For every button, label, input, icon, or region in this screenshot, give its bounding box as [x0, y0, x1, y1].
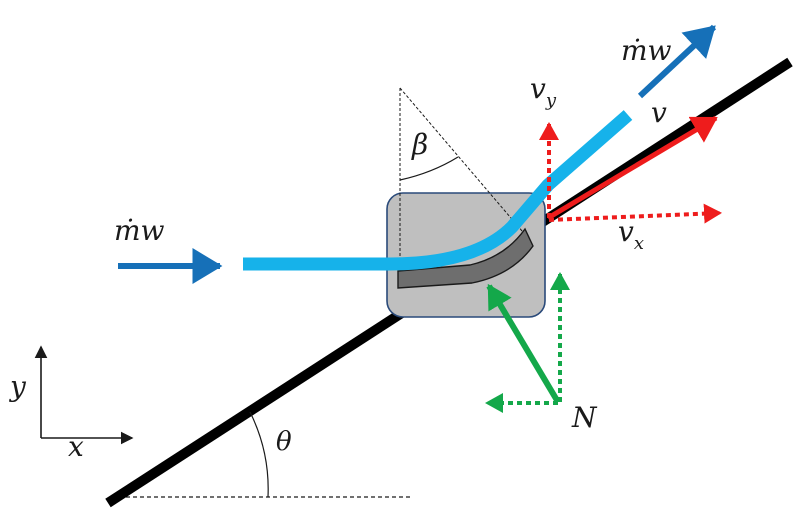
velocity-arrow [546, 115, 718, 221]
velocity-y-label-base: v [530, 72, 546, 105]
normal-force-arrow [486, 283, 561, 404]
mass-flow-out-label: ṁw [621, 34, 672, 67]
theta-label: θ [276, 427, 292, 457]
normal-force-label: N [571, 401, 598, 434]
beta-label: β [411, 128, 428, 161]
velocity-y-label: vy [530, 72, 557, 111]
velocity-x-component-arrow [548, 203, 722, 224]
water-jet [243, 110, 633, 271]
velocity-x-label-base: v [618, 215, 634, 248]
beta-arc [399, 156, 459, 181]
theta-arc [249, 411, 269, 498]
beta-angled-reference [399, 87, 529, 239]
velocity-label: v [651, 96, 667, 129]
mass-flow-out-arrow [637, 24, 717, 99]
velocity-y-label-sub: y [545, 90, 557, 111]
velocity-x-label-sub: x [634, 233, 644, 254]
velocity-x-label: vx [618, 215, 644, 254]
axis-x-label: x [68, 430, 84, 463]
curved-vane-icon [397, 227, 534, 289]
axis-y-label: y [8, 370, 27, 403]
mass-flow-in-label: ṁw [114, 214, 165, 247]
